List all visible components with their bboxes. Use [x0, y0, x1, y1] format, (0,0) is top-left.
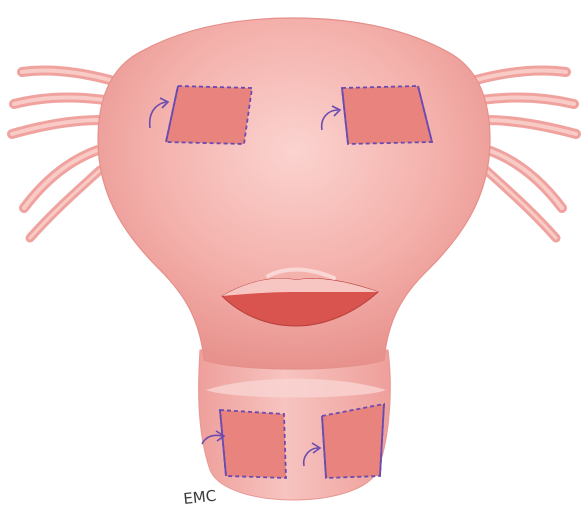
right-adnexa [476, 70, 576, 238]
artist-signature: EMC [183, 487, 218, 508]
left-adnexa [12, 70, 110, 238]
